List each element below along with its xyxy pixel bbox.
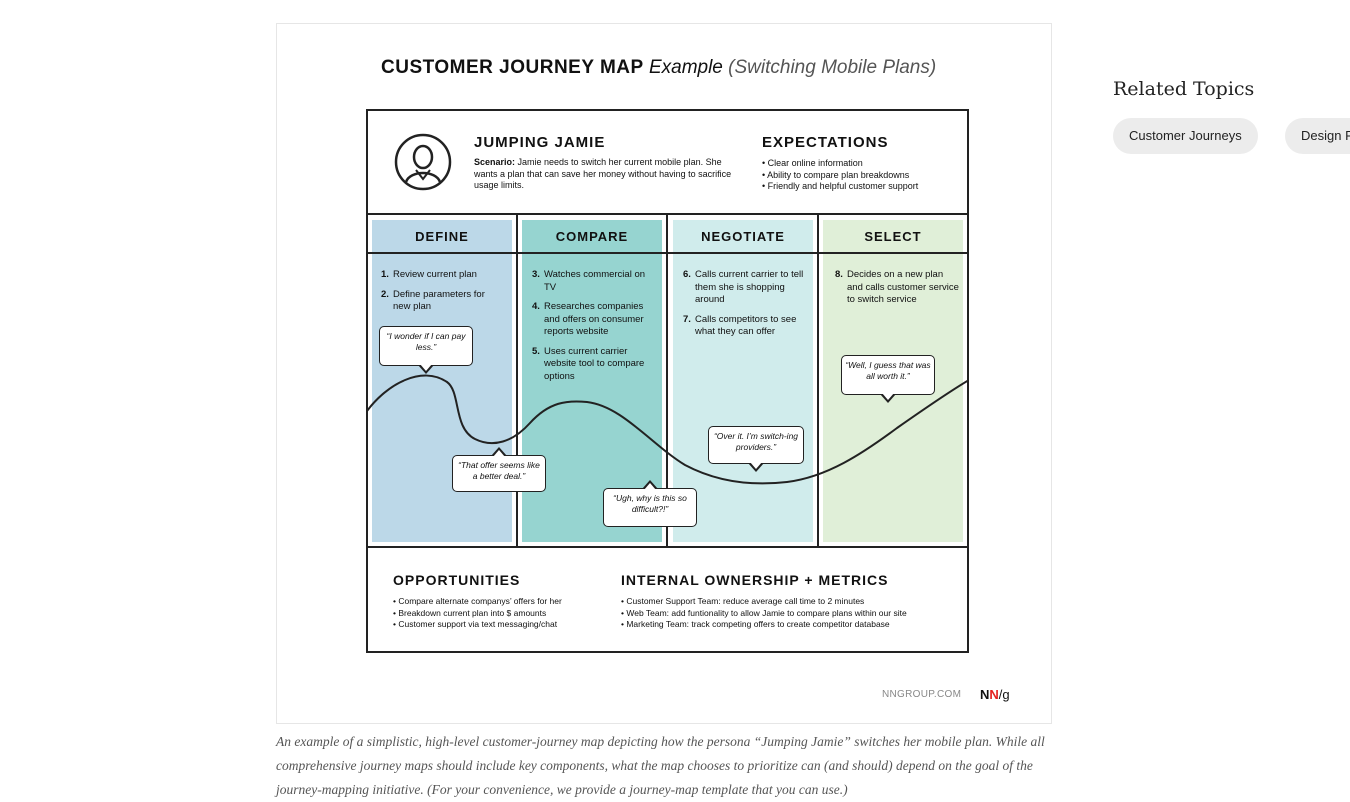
step-number: 6. [683, 269, 691, 280]
scenario-text: Jamie needs to switch her current mobile… [474, 157, 732, 190]
opportunity-item: Compare alternate companys’ offers for h… [393, 596, 561, 608]
divider [516, 214, 518, 548]
map-title-main: CUSTOMER JOURNEY MAP [381, 57, 644, 78]
ownership-item: Customer Support Team: reduce average ca… [621, 596, 907, 608]
related-topics-title: Related Topics [1113, 78, 1255, 100]
step-number: 7. [683, 313, 691, 325]
ownership-list: Customer Support Team: reduce average ca… [621, 596, 907, 631]
step-item: 8. Decides on a new plan and calls custom… [835, 269, 959, 307]
step-number: 2. [381, 288, 389, 300]
logo-n1: N [980, 687, 990, 702]
divider [666, 214, 668, 548]
step-text: Calls competitors to see what they can o… [695, 313, 797, 338]
phase-compare-steps: 3. Watches commercial on TV 4. Researches … [532, 269, 654, 390]
step-item: 1. Review current plan [381, 269, 496, 282]
divider [367, 546, 969, 548]
divider [367, 213, 969, 215]
step-number: 1. [381, 269, 389, 280]
phase-negotiate-steps: 6. Calls current carrier to tell them she… [683, 269, 805, 346]
opportunity-item: Customer support via text messaging/chat [393, 619, 562, 631]
expectation-item: Clear online information [762, 158, 918, 170]
quote-bubble: “That offer seems like a better deal.” [452, 447, 546, 492]
persona-name: JUMPING JAMIE [474, 134, 606, 151]
opportunities-list: Compare alternate companys’ offers for h… [393, 596, 562, 631]
step-item: 6. Calls current carrier to tell them she… [683, 269, 805, 307]
nng-logo: NN/g [980, 687, 1010, 702]
expectation-item: Ability to compare plan breakdowns [762, 170, 918, 182]
quote-bubble: “Over it. I’m switch-ing providers.” [708, 426, 804, 472]
map-title: CUSTOMER JOURNEY MAP Example (Switching … [381, 57, 936, 79]
divider [817, 214, 819, 548]
step-text: Researches companies and offers on consu… [544, 301, 644, 337]
step-text: Watches commercial on TV [544, 269, 646, 293]
step-number: 3. [532, 269, 540, 280]
ownership-title: INTERNAL OWNERSHIP + METRICS [621, 572, 889, 588]
step-item: 4. Researches companies and offers on con… [532, 301, 654, 339]
expectations-list: Clear online information Ability to comp… [762, 158, 918, 193]
logo-n2: N [989, 687, 999, 702]
step-item: 3. Watches commercial on TV [532, 269, 654, 294]
opportunity-item: Breakdown current plan into $ amounts [393, 608, 562, 620]
step-text: Define parameters for new plan [393, 288, 485, 313]
scenario-label: Scenario: [474, 157, 516, 167]
phase-select-steps: 8. Decides on a new plan and calls custom… [835, 269, 959, 314]
ownership-item: Marketing Team: track competing offers t… [621, 619, 907, 631]
topic-chip-customer-journeys[interactable]: Customer Journeys [1113, 118, 1258, 154]
step-number: 5. [532, 345, 540, 357]
persona-scenario: Scenario: Jamie needs to switch her curr… [474, 157, 734, 192]
step-item: 5. Uses current carrier website tool to c… [532, 346, 654, 384]
emotion-curve [367, 374, 969, 485]
quote-bubble: “Ugh, why is this so difficult?!” [603, 480, 697, 527]
map-title-sub: (Switching Mobile Plans) [728, 57, 937, 78]
person-icon [394, 133, 452, 191]
expectation-item: Friendly and helpful customer support [762, 181, 919, 193]
credit-text: NNGROUP.COM [882, 689, 962, 700]
logo-slash-g: /g [998, 687, 1010, 702]
step-number: 4. [532, 301, 540, 312]
quote-bubble: “Well, I guess that was all worth it.” [841, 355, 935, 403]
phase-negotiate-column [673, 220, 813, 542]
phase-title-define: DEFINE [415, 229, 469, 244]
step-number: 8. [835, 269, 843, 280]
step-text: Calls current carrier to tell them she i… [695, 269, 804, 305]
phase-title-negotiate: NEGOTIATE [701, 229, 785, 244]
step-text: Review current plan [393, 269, 477, 280]
step-item: 7. Calls competitors to see what they can… [683, 314, 805, 339]
phase-title-select: SELECT [864, 229, 922, 244]
opportunities-title: OPPORTUNITIES [393, 572, 521, 588]
ownership-item: Web Team: add funtionality to allow Jami… [621, 608, 906, 620]
quote-bubble: “I wonder if I can pay less.” [379, 326, 473, 374]
map-title-example: Example [648, 57, 723, 78]
figure-caption: An example of a simplistic, high-level c… [276, 734, 1045, 797]
phase-define-steps: 1. Review current plan 2. Define parameter… [381, 269, 496, 321]
topic-chip-design[interactable]: Design P [1285, 118, 1350, 154]
phase-title-compare: COMPARE [555, 229, 629, 244]
divider [367, 252, 969, 254]
step-item: 2. Define parameters for new plan [381, 289, 496, 314]
expectations-title: EXPECTATIONS [762, 134, 889, 151]
step-text: Uses current carrier website tool to com… [544, 345, 645, 382]
step-text: Decides on a new plan and calls customer… [847, 269, 959, 305]
